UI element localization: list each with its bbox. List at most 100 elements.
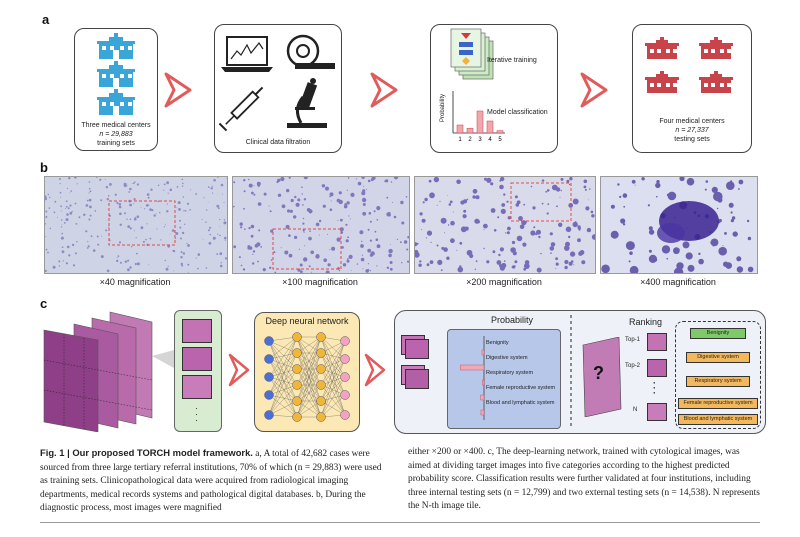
- class-benignity: Benignity: [690, 328, 746, 339]
- mag-label-x400: ×400 magnification: [600, 277, 756, 287]
- class-list-box: Benignity Digestive system Respiratory s…: [675, 321, 761, 429]
- nn-node-0-3: [265, 391, 274, 400]
- nn-node-0-0: [265, 337, 274, 346]
- rank-top2-label: Top-2: [625, 363, 640, 369]
- micrograph-x200-image: [415, 177, 595, 273]
- mag-label-x200: ×200 magnification: [414, 277, 594, 287]
- probability-panel: Benignity Digestive system Respiratory s…: [447, 329, 561, 429]
- rank-ellipsis: ···: [653, 381, 656, 396]
- prob-bar-5: [481, 410, 484, 415]
- mini-bar-2: [467, 128, 473, 133]
- rank-tile-n: [647, 403, 667, 421]
- nn-node-1-2: [293, 365, 302, 374]
- divider-line: [567, 315, 575, 429]
- more-tiles-ellipsis: ···: [195, 405, 198, 423]
- mini-tick-4: 4: [488, 137, 492, 143]
- tile-crop-2: [182, 347, 212, 371]
- micrograph-x100-image: [233, 177, 409, 273]
- chevron-right-icon: [366, 70, 406, 110]
- nn-node-2-0: [317, 333, 326, 342]
- micrograph-x40: [44, 176, 228, 274]
- iterative-training-icon: [431, 25, 557, 85]
- image-tile-stack: [40, 308, 178, 432]
- prob-bar-1: [482, 350, 484, 355]
- tile-crop-1: [182, 319, 212, 343]
- testing-centers-box: Four medical centers n = 27,337 testing …: [632, 24, 752, 153]
- micrograph-x40-image: [45, 177, 227, 273]
- nn-node-1-5: [293, 413, 302, 422]
- nn-node-3-0: [341, 337, 350, 346]
- prob-label-digestive: Digestive system: [486, 355, 528, 361]
- laptop-icon: [221, 37, 273, 72]
- nn-node-1-3: [293, 381, 302, 390]
- micrograph-x100: [232, 176, 410, 274]
- chevron-right-icon: [362, 352, 390, 388]
- prob-bar-3: [482, 380, 484, 385]
- testing-centers-line1: Four medical centers: [633, 117, 751, 126]
- rank-tile-2: [647, 359, 667, 377]
- figure-title: Fig. 1 | Our proposed TORCH model framew…: [40, 447, 253, 458]
- clinical-data-label: Clinical data filtration: [215, 138, 341, 147]
- probability-axis-label: Probability: [440, 94, 446, 122]
- mini-bar-1: [457, 125, 463, 133]
- micrograph-x200: [414, 176, 596, 274]
- training-centers-box: Three medical centers n = 29,883 trainin…: [74, 28, 158, 151]
- nn-node-0-2: [265, 373, 274, 382]
- nn-node-2-2: [317, 365, 326, 374]
- chevron-right-icon: [576, 70, 616, 110]
- nn-node-1-0: [293, 333, 302, 342]
- rank-tile-1: [647, 333, 667, 351]
- class-female: Female reproductive system: [678, 398, 758, 409]
- iterative-training-label: Iterative training: [487, 56, 537, 65]
- rank-top1-label: Top-1: [625, 337, 640, 343]
- prob-bar-4: [481, 395, 484, 400]
- nn-node-0-1: [265, 355, 274, 364]
- pred-tile-2: [405, 339, 429, 359]
- tile-crop-column: ···: [174, 310, 222, 432]
- caption-right: either ×200 or ×400. c, The deep-learnin…: [408, 446, 760, 514]
- mini-tick-3: 3: [478, 137, 482, 143]
- nn-node-3-1: [341, 355, 350, 364]
- micrograph-x400: [600, 176, 758, 274]
- class-respiratory: Respiratory system: [686, 376, 750, 387]
- tile-crop-3: [182, 375, 212, 399]
- mag-label-x100: ×100 magnification: [232, 277, 408, 287]
- model-training-box: Iterative training Model classification …: [430, 24, 558, 153]
- mini-bar-3: [477, 111, 483, 133]
- neural-network-diagram: [259, 329, 355, 429]
- hospital-blue-icons: [75, 29, 157, 117]
- pred-tile-4: [405, 369, 429, 389]
- nn-node-3-3: [341, 391, 350, 400]
- testing-centers-line3: testing sets: [633, 135, 751, 144]
- testing-centers-count: n = 27,337: [633, 126, 751, 135]
- chevron-right-icon: [160, 70, 200, 110]
- microscope-icon: [287, 78, 327, 128]
- caption-left-body: a, A total of 42,682 cases were sourced …: [40, 449, 381, 513]
- nn-node-2-3: [317, 381, 326, 390]
- prob-label-respiratory: Respiratory system: [486, 370, 533, 376]
- dnn-box: Deep neural network: [254, 312, 360, 432]
- nn-node-0-4: [265, 411, 274, 420]
- training-centers-line3: training sets: [75, 139, 157, 148]
- rank-n-label: N: [633, 407, 637, 413]
- panel-label-a: a: [42, 12, 49, 27]
- prob-label-female: Female reproductive system: [486, 385, 555, 391]
- chevron-right-icon: [226, 352, 254, 388]
- training-centers-line1: Three medical centers: [75, 121, 157, 130]
- unknown-class-mark: ?: [593, 363, 604, 384]
- dnn-title: Deep neural network: [255, 316, 359, 326]
- clinical-data-icons: [215, 25, 341, 135]
- training-centers-count: n = 29,883: [75, 130, 157, 139]
- prediction-panel: Probability Benignity Digestive system R…: [394, 310, 766, 434]
- nn-node-3-2: [341, 373, 350, 382]
- prob-label-blood: Blood and lymphatic system: [486, 400, 554, 406]
- ranking-title: Ranking: [629, 317, 662, 327]
- mini-tick-5: 5: [498, 137, 502, 143]
- mag-label-x40: ×40 magnification: [44, 277, 226, 287]
- class-digestive: Digestive system: [686, 352, 750, 363]
- prob-bar-2: [460, 365, 484, 370]
- mini-tick-2: 2: [468, 137, 472, 143]
- micrograph-x400-image: [601, 177, 757, 273]
- nn-node-2-1: [317, 349, 326, 358]
